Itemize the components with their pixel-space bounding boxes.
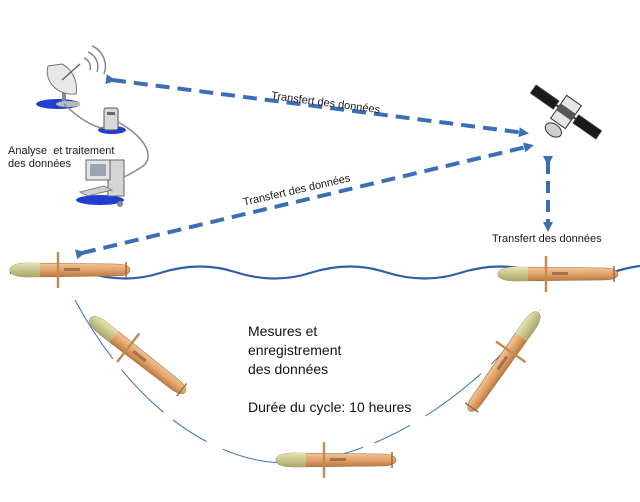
satellite-dish-icon xyxy=(36,45,107,109)
glider-icon xyxy=(453,300,555,423)
glider-icon xyxy=(77,302,198,408)
transfer-arrow-left xyxy=(75,142,534,260)
modem-icon xyxy=(98,107,126,134)
label-measures-line3: des données xyxy=(248,361,329,377)
label-measures-line1: Mesures et xyxy=(248,323,318,339)
computer-icon xyxy=(76,159,125,207)
satellite-icon xyxy=(529,84,603,140)
label-transfer-right: Transfert des données xyxy=(492,233,602,245)
label-measures-line2: enregistrement xyxy=(248,342,342,358)
dive-path xyxy=(74,299,541,464)
glider-icon xyxy=(274,440,398,480)
label-cycle-duration: Durée du cycle: 10 heures xyxy=(248,399,412,415)
cable xyxy=(63,103,105,129)
glider-icon xyxy=(8,250,132,290)
label-analysis: Analyse et traitement des données xyxy=(8,145,115,170)
transfer-arrow-top xyxy=(105,74,529,138)
glider-icon xyxy=(496,254,620,294)
